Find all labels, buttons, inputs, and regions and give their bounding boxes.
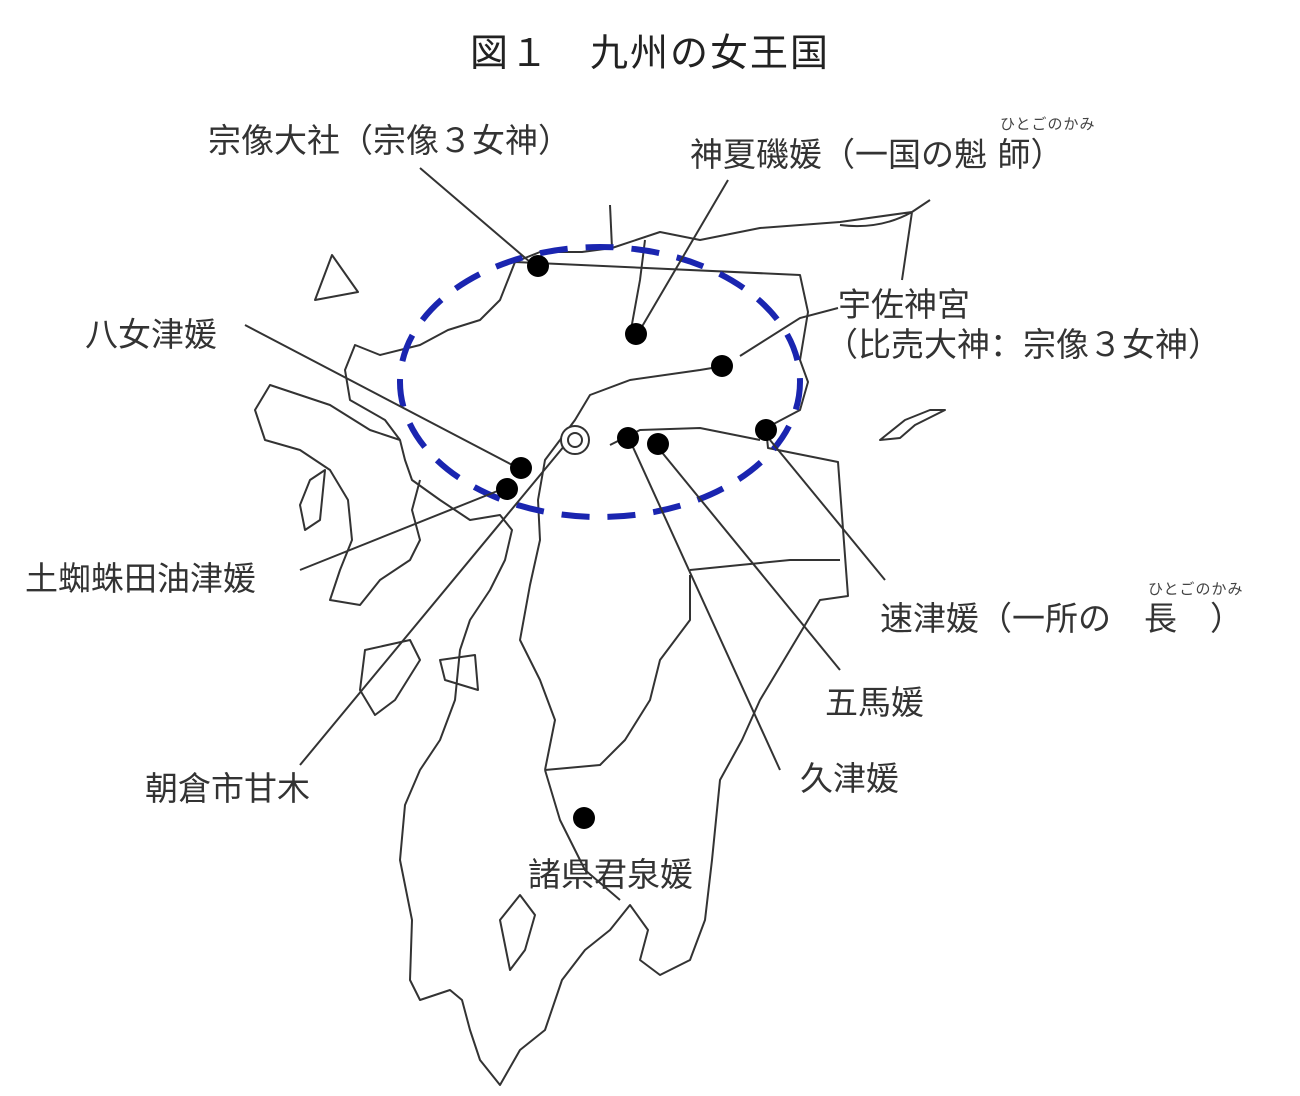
dot-goma: [647, 433, 669, 455]
internal-border: [544, 575, 691, 771]
internal-border: [544, 769, 621, 901]
internal-border: [609, 204, 613, 249]
capital-marker-icon: [560, 425, 590, 455]
internal-border: [559, 364, 731, 441]
label-kutsu: 久津媛: [800, 759, 899, 798]
figure-title: 図１ 九州の女王国: [469, 31, 830, 75]
nagasaki-peninsula: [254, 384, 421, 606]
internal-border: [629, 239, 646, 336]
shikoku-tip: [879, 409, 946, 441]
label-kamunatsuso-ruby: ひとごのかみ: [1000, 115, 1096, 133]
dot-hayatsu: [755, 419, 777, 441]
kagoshima-bay: [499, 894, 536, 971]
amakusa-island: [359, 639, 421, 716]
dot-munakata: [527, 255, 549, 277]
label-hayatsu-ruby: ひとごのかみ: [1148, 580, 1244, 598]
dot-tsuchigumo: [496, 478, 518, 500]
leader-line-hayatsu: [769, 439, 886, 581]
dot-yame: [510, 457, 532, 479]
leader-line-yame: [244, 324, 519, 469]
label-yame: 八女津媛: [85, 315, 217, 354]
leader-line-munakata: [419, 167, 531, 263]
label-munakata: 宗像大社（宗像３女神）: [208, 121, 571, 160]
dot-kutsu: [617, 427, 639, 449]
internal-border: [689, 559, 840, 571]
queen-state-area: [397, 244, 803, 520]
label-morogata: 諸県君泉媛: [528, 855, 693, 894]
leader-line-usa: [739, 307, 839, 357]
label-usa-line1: 宇佐神宮: [838, 285, 970, 324]
leader-line-kamunatsuso: [639, 179, 729, 331]
leader-line-asakura: [299, 444, 566, 766]
dot-usa: [711, 355, 733, 377]
label-asakura: 朝倉市甘木: [145, 769, 310, 808]
dot-morogata: [573, 807, 595, 829]
iki-island: [314, 254, 359, 301]
label-tsuchigumo: 土蜘蛛田油津媛: [25, 559, 256, 598]
label-hayatsu: 速津媛（一所の 長 ）: [880, 599, 1243, 638]
dot-kamunatsuso: [625, 323, 647, 345]
amakusa-island-2: [439, 654, 479, 691]
label-usa-line2: （比売大神：宗像３女神）: [825, 325, 1221, 364]
leader-line-goma: [659, 449, 841, 671]
kyushu-outline: [344, 199, 931, 1086]
label-kamunatsuso: 神夏磯媛（一国の魁 師）: [690, 135, 1064, 174]
leader-line-kutsu: [631, 444, 781, 771]
nagasaki-inlet: [299, 469, 326, 531]
leader-line-tsuchigumo: [299, 489, 501, 571]
label-goma: 五馬媛: [825, 683, 924, 722]
internal-border: [519, 439, 561, 771]
